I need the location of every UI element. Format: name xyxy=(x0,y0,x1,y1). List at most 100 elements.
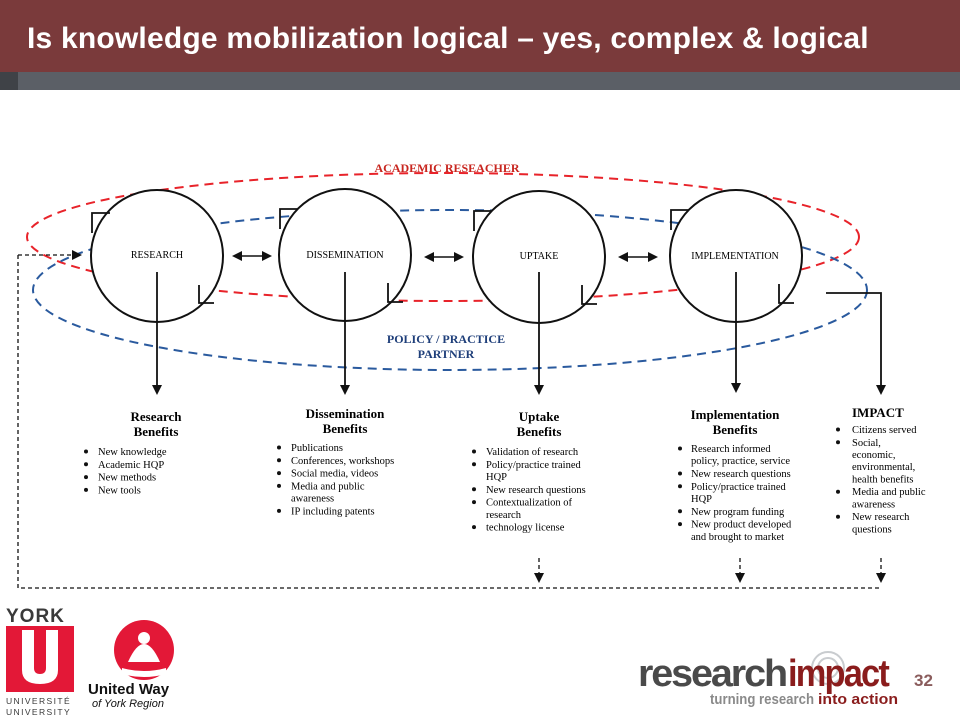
benefit-item: HQP xyxy=(691,494,712,505)
benefit-item: environmental, xyxy=(852,462,915,473)
benefit-item: technology license xyxy=(486,523,565,534)
bullet-dot xyxy=(84,475,88,480)
bullet-dot xyxy=(84,449,88,454)
bullet-dot xyxy=(836,440,840,445)
research-impact-logo: research impact turning research into ac… xyxy=(638,651,898,708)
bullet-dot xyxy=(277,483,281,488)
title-underbar-accent xyxy=(0,72,18,90)
bullet-dot xyxy=(277,445,281,450)
benefit-item: Conferences, workshops xyxy=(291,456,394,467)
benefit-item: Publications xyxy=(291,443,343,454)
benefit-item: New research xyxy=(852,512,910,523)
svg-text:impact: impact xyxy=(788,653,890,695)
bullet-dot xyxy=(836,489,840,494)
benefit-item: Media and public xyxy=(852,487,926,498)
benefit-item: Citizens served xyxy=(852,425,917,436)
benefit-item: IP including patents xyxy=(291,506,375,517)
benefit-title: Benefits xyxy=(323,421,368,436)
benefit-item: Validation of research xyxy=(486,447,579,458)
benefit-item: Policy/practice trained xyxy=(691,482,787,493)
policy-partner-ellipse xyxy=(32,209,868,371)
svg-text:YORK: YORK xyxy=(6,606,65,627)
benefit-title: Dissemination xyxy=(306,406,386,421)
benefit-item: Media and public xyxy=(291,481,365,492)
bullet-dot xyxy=(472,449,476,454)
benefit-item: New tools xyxy=(98,485,141,496)
benefit-item: awareness xyxy=(852,499,895,510)
bullet-dot xyxy=(472,525,476,530)
bullet-dot xyxy=(678,484,682,489)
bullet-dot xyxy=(472,500,476,505)
york-university-logo: YORK UNIVERSITÉ UNIVERSITY xyxy=(6,606,74,717)
united-way-logo: United Way of York Region xyxy=(88,620,174,710)
bullet-dot xyxy=(678,522,682,527)
policy-partner-label-line2: PARTNER xyxy=(418,347,475,361)
feedback-loop-dashed xyxy=(17,255,880,589)
bullet-dot xyxy=(84,462,88,467)
svg-text:into action: into action xyxy=(818,691,898,708)
benefit-item: health benefits xyxy=(852,474,914,485)
svg-text:UNIVERSITY: UNIVERSITY xyxy=(6,707,71,717)
benefit-item: New product developed xyxy=(691,520,792,531)
title-underbar xyxy=(0,72,960,90)
bullet-dot xyxy=(678,471,682,476)
benefit-item: Academic HQP xyxy=(98,460,164,471)
impact-elbow-line xyxy=(826,292,886,395)
bullet-dot xyxy=(277,508,281,513)
benefit-item: Research informed xyxy=(691,444,771,455)
slide-title: Is knowledge mobilization logical – yes,… xyxy=(27,22,869,55)
stage-implementation-label: IMPLEMENTATION xyxy=(691,251,779,262)
benefit-title: Research xyxy=(130,409,182,424)
bullet-dot xyxy=(84,487,88,492)
benefit-column-1: DisseminationBenefitsPublicationsConfere… xyxy=(277,406,394,517)
benefit-item: HQP xyxy=(486,472,507,483)
bullet-dot xyxy=(277,471,281,476)
bullet-dot xyxy=(277,458,281,463)
academic-researcher-label: ACADEMIC RESEACHER xyxy=(374,161,519,175)
benefit-item: Contextualization of xyxy=(486,498,573,509)
benefit-title: Benefits xyxy=(134,424,179,439)
benefit-title: IMPACT xyxy=(852,405,904,420)
bullet-dot xyxy=(678,509,682,514)
benefit-item: New methods xyxy=(98,473,156,484)
policy-partner-label-line1: POLICY / PRACTICE xyxy=(387,332,505,346)
benefit-title: Benefits xyxy=(713,422,758,437)
benefit-item: New program funding xyxy=(691,507,785,518)
academic-researcher-ellipse xyxy=(26,172,860,302)
stage-research: RESEARCH xyxy=(90,189,224,323)
benefit-item: awareness xyxy=(291,494,334,505)
svg-text:research: research xyxy=(638,653,786,695)
slide-number: 32 xyxy=(914,671,933,690)
benefit-item: New research questions xyxy=(486,485,586,496)
svg-text:UNIVERSITÉ: UNIVERSITÉ xyxy=(6,696,71,706)
benefit-item: Social media, videos xyxy=(291,469,378,480)
svg-text:of York Region: of York Region xyxy=(92,698,164,710)
bullet-dot xyxy=(678,446,682,451)
bullet-dot xyxy=(472,462,476,467)
benefit-item: Policy/practice trained xyxy=(486,460,582,471)
svg-text:United Way: United Way xyxy=(88,681,170,698)
bullet-dot xyxy=(836,427,840,432)
benefit-item: economic, xyxy=(852,450,895,461)
benefit-title: Benefits xyxy=(517,424,562,439)
benefit-item: New knowledge xyxy=(98,447,167,458)
benefit-title: Implementation xyxy=(691,407,781,422)
benefit-column-4: IMPACT Citizens servedSocial,economic,env… xyxy=(836,405,926,535)
benefit-title: Uptake xyxy=(519,409,560,424)
svg-text:turning research: turning research xyxy=(710,691,814,708)
benefit-item: research xyxy=(486,510,522,521)
title-bar xyxy=(0,0,960,72)
bullet-dot xyxy=(472,487,476,492)
stage-research-label: RESEARCH xyxy=(131,250,183,261)
stage-dissemination-label: DISSEMINATION xyxy=(306,250,383,261)
benefit-item: New research questions xyxy=(691,469,791,480)
benefit-item: policy, practice, service xyxy=(691,456,790,467)
bullet-dot xyxy=(836,514,840,519)
benefit-item: Social, xyxy=(852,438,881,449)
benefit-item: and brought to market xyxy=(691,532,784,543)
